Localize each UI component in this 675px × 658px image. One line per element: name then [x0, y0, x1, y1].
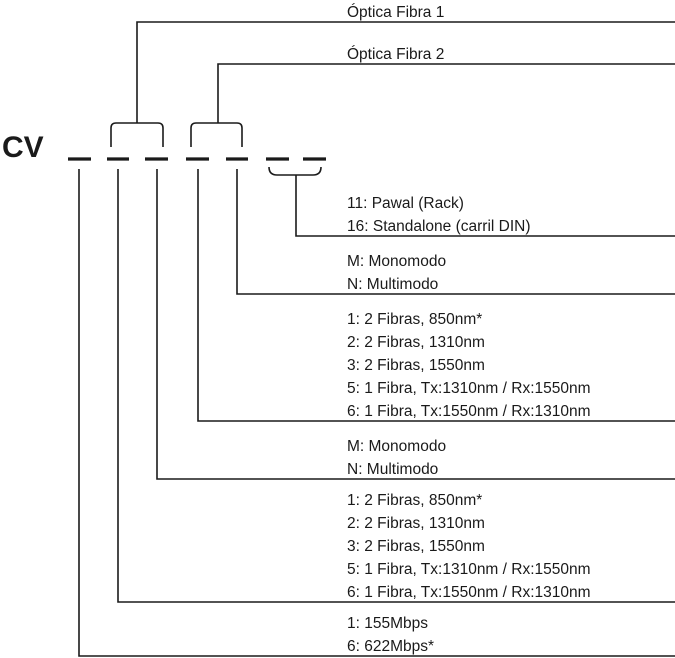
option-text: 16: Standalone (carril DIN)	[347, 218, 531, 235]
format-bracket	[268, 166, 675, 237]
type-fiber-2-options: 1: 2 Fibras, 850nm* 2: 2 Fibras, 1310nm …	[347, 311, 591, 420]
mode-fiber-1-connector	[156, 169, 675, 480]
mode-fiber-1-options: M: Monomodo N: Multimodo	[347, 438, 446, 478]
code-prefix: CV	[2, 131, 44, 164]
option-text: 6: 1 Fibra, Tx:1550nm / Rx:1310nm	[347, 584, 591, 601]
option-text: 3: 2 Fibras, 1550nm	[347, 357, 485, 374]
option-text: 1: 2 Fibras, 850nm*	[347, 311, 482, 328]
mode-fiber-2-connector	[236, 169, 675, 295]
fiber-1-bracket	[110, 21, 675, 147]
option-text: M: Monomodo	[347, 438, 446, 455]
option-text: 5: 1 Fibra, Tx:1310nm / Rx:1550nm	[347, 380, 591, 397]
fiber-2-label: Óptica Fibra 2	[347, 46, 444, 63]
option-text: M: Monomodo	[347, 253, 446, 270]
option-text: 1: 155Mbps	[347, 615, 428, 632]
fiber-2-bracket	[190, 63, 675, 147]
type-fiber-1-connector	[117, 169, 675, 603]
mode-fiber-2-options: M: Monomodo N: Multimodo	[347, 253, 446, 293]
option-text: 11: Pawal (Rack)	[347, 195, 464, 212]
type-fiber-2-connector	[197, 169, 675, 422]
option-text: 1: 2 Fibras, 850nm*	[347, 492, 482, 509]
option-text: 6: 622Mbps*	[347, 638, 434, 655]
speed-options: 1: 155Mbps 6: 622Mbps*	[347, 615, 434, 655]
option-text: N: Multimodo	[347, 461, 438, 478]
option-text: 2: 2 Fibras, 1310nm	[347, 334, 485, 351]
format-options: 11: Pawal (Rack) 16: Standalone (carril …	[347, 195, 531, 235]
option-text: N: Multimodo	[347, 276, 438, 293]
speed-connector	[78, 169, 675, 657]
option-text: 6: 1 Fibra, Tx:1550nm / Rx:1310nm	[347, 403, 591, 420]
option-text: 3: 2 Fibras, 1550nm	[347, 538, 485, 555]
option-text: 2: 2 Fibras, 1310nm	[347, 515, 485, 532]
option-text: 5: 1 Fibra, Tx:1310nm / Rx:1550nm	[347, 561, 591, 578]
fiber-1-label: Óptica Fibra 1	[347, 4, 444, 21]
type-fiber-1-options: 1: 2 Fibras, 850nm* 2: 2 Fibras, 1310nm …	[347, 492, 591, 601]
